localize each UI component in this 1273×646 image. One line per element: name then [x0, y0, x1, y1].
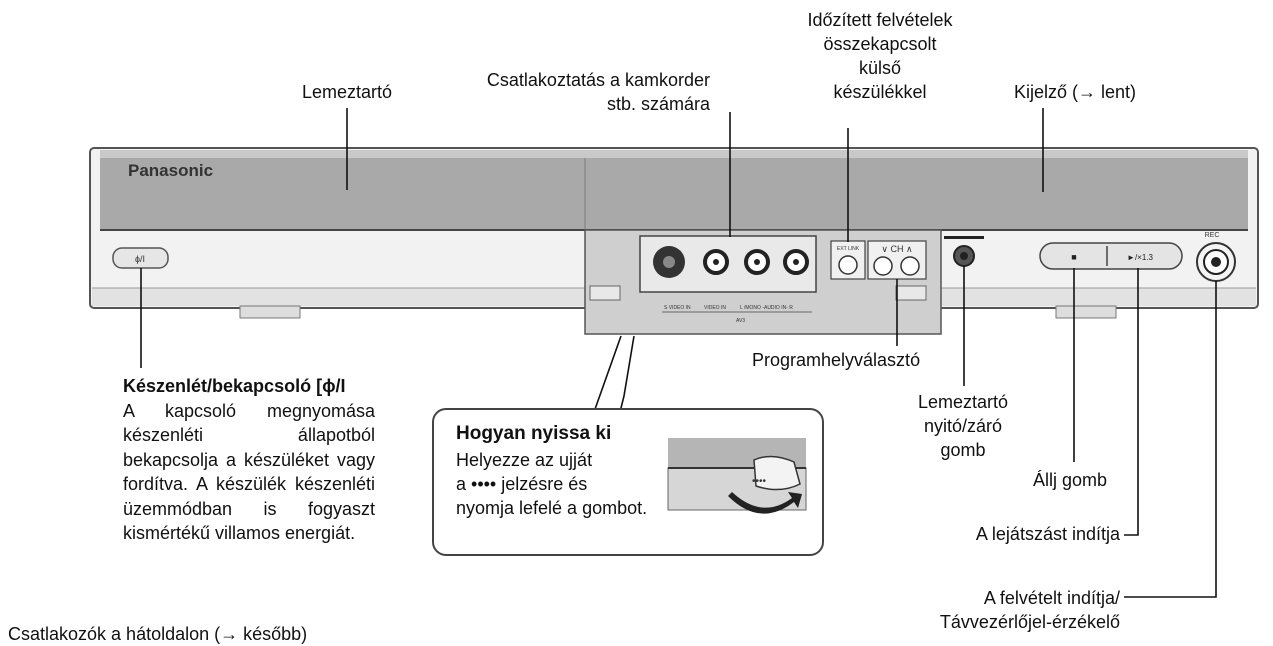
finger-icon	[753, 455, 801, 491]
stop-button[interactable]: ■	[1071, 252, 1076, 262]
jack-label-audio: L /MONO -AUDIO IN- R	[740, 305, 793, 311]
jack-label-video: VIDEO IN	[704, 305, 726, 311]
label-camcorder-connection: Csatlakoztatás a kamkorder stb. számára	[470, 68, 710, 116]
label-line: stb. számára	[606, 94, 710, 114]
play-button[interactable]: ►/×1.3	[1127, 253, 1153, 262]
standby-description: Készenlét/bekapcsoló [ɸ/I A kapcsoló meg…	[123, 374, 375, 546]
label-stop-button: Állj gomb	[1033, 470, 1108, 490]
standby-title: Készenlét/bekapcsoló [ɸ/I	[123, 376, 346, 396]
label-line: A felvételt indítja/	[983, 588, 1120, 608]
label-line: Lemeztartó	[917, 392, 1009, 412]
howto-box: Hogyan nyissa ki Helyezze az ujját a •••…	[432, 408, 824, 556]
ext-link-button[interactable]	[838, 255, 858, 275]
label-line: Időzített felvételek	[807, 10, 953, 30]
label-line: Távvezérlőjel-érzékelő	[939, 612, 1120, 632]
device-foot-right	[1055, 305, 1117, 319]
down-arrow-icon	[728, 492, 802, 514]
channel-label: ∨ CH ∧	[881, 244, 912, 254]
door-handle-right	[895, 285, 927, 301]
howto-body: Helyezze az ujját a •••• jelzésre és nyo…	[456, 448, 666, 520]
leader-howto	[619, 335, 635, 413]
leader-play	[1124, 268, 1139, 536]
label-line: Csatlakoztatás a kamkorder	[486, 70, 710, 90]
label-rec: A felvételt indítja/ Távvezérlőjel-érzék…	[860, 586, 1120, 634]
label-rear-connectors: Csatlakozók a hátoldalon (→ később)	[8, 624, 308, 644]
front-band	[100, 150, 1248, 230]
ext-link-label: EXT LINK	[837, 246, 860, 252]
channel-down-button[interactable]	[873, 256, 893, 276]
jack-label-svideo: S VIDEO IN	[664, 305, 691, 311]
howto-illustration: ••••	[667, 438, 807, 514]
label-display: Kijelző (→ lent)	[1013, 82, 1137, 102]
standby-body: A kapcsoló megnyomása készenléti állapot…	[123, 400, 375, 544]
label-line: gomb	[940, 440, 986, 460]
svg-text:••••: ••••	[752, 476, 767, 487]
howto-title: Hogyan nyissa ki	[456, 423, 612, 444]
door-handle-left	[589, 285, 621, 301]
label-line: összekapcsolt	[823, 34, 937, 54]
transport-button-bar	[1039, 242, 1183, 270]
label-timer-recording: Időzített felvételek összekapcsolt külső…	[790, 8, 970, 104]
rec-label: REC	[1205, 232, 1220, 239]
label-tray-open-close: Lemeztartó nyitó/záró gomb	[888, 390, 1038, 462]
label-channel-selector: Programhelyválasztó	[752, 350, 921, 370]
jack-label-av3: AV3	[736, 318, 745, 324]
label-play: A lejátszást indítja	[975, 524, 1120, 544]
howto-line: a •••• jelzésre és	[456, 474, 588, 494]
howto-line: Helyezze az ujját	[456, 450, 593, 470]
label-line: készülékkel	[833, 82, 927, 102]
device-foot-left	[239, 305, 301, 319]
channel-up-button[interactable]	[900, 256, 920, 276]
power-symbol: ɸ/I	[135, 254, 145, 264]
label-line: külső	[858, 58, 902, 78]
label-line: nyitó/záró	[923, 416, 1003, 436]
leader-rec	[1124, 281, 1217, 598]
label-disc-tray: Lemeztartó	[301, 82, 393, 102]
brand-logo: Panasonic	[128, 161, 213, 180]
howto-line: nyomja lefelé a gombot.	[456, 498, 648, 518]
